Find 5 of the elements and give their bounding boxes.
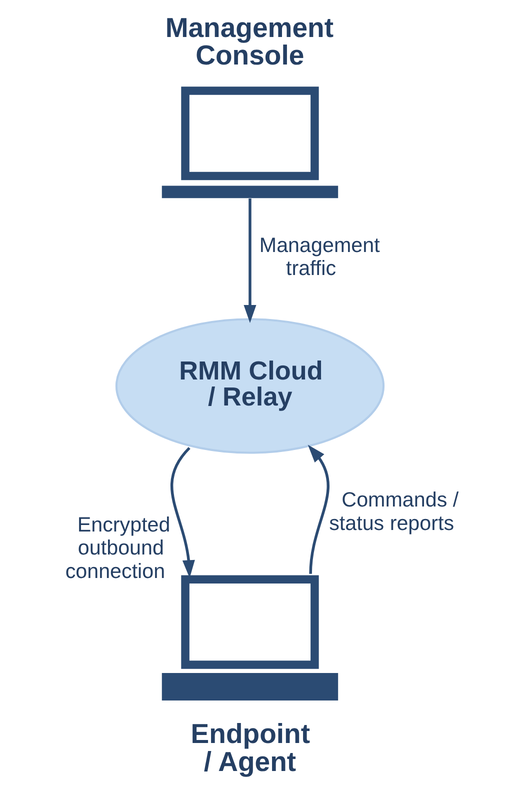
edge-label: Management traffic (258, 234, 380, 280)
node-label: Endpoint / Agent (190, 718, 310, 777)
edge-label: Commands / status reports (328, 488, 458, 535)
edge-label: Encrypted outbound connection (64, 513, 170, 584)
node-label: Management Console (164, 12, 334, 71)
